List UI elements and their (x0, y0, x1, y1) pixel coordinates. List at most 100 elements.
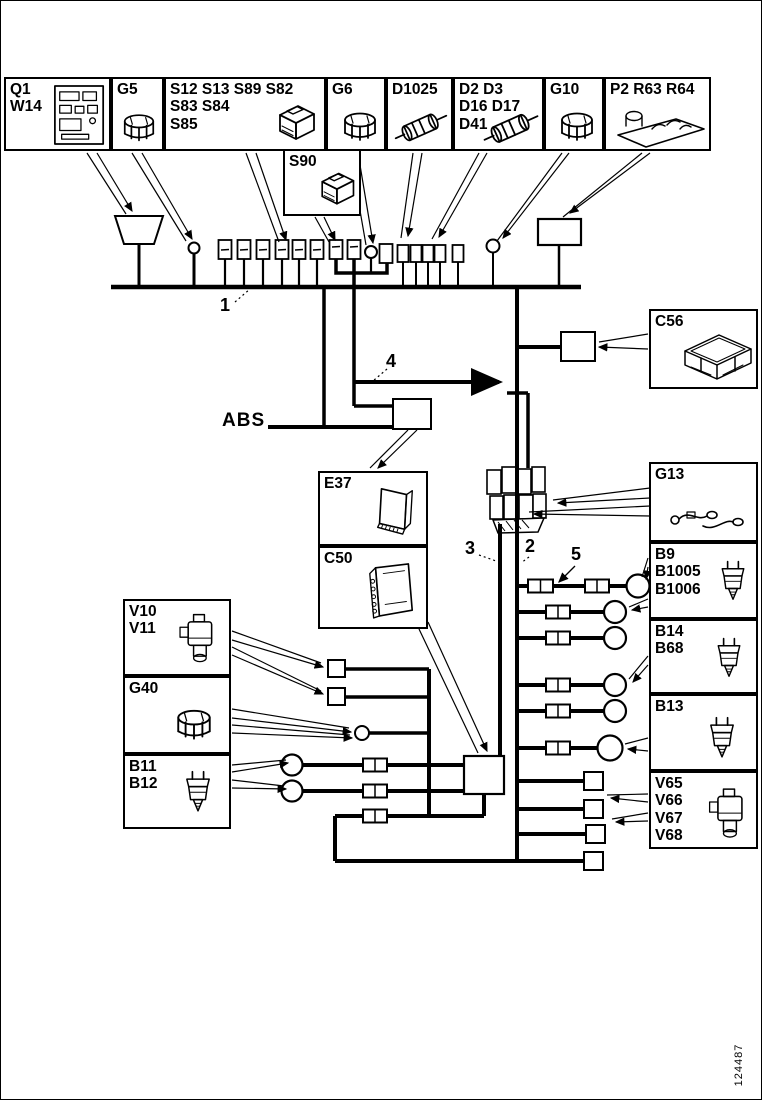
leader-g5 (131, 152, 193, 242)
harness-terminal-symbols (217, 217, 583, 264)
leader-lines (86, 152, 652, 826)
round-connector-icon (171, 704, 217, 746)
control-unit-icon (368, 479, 420, 541)
c56-connector (560, 331, 596, 362)
sensor-plug-icon (713, 558, 753, 610)
leader-c56 (597, 333, 649, 352)
leader-s12 (245, 152, 288, 243)
inline-fuse-icon (390, 105, 452, 149)
abs-label: ABS (222, 410, 266, 431)
legend-box-p2-r63-r64: P2 R63 R64 (604, 77, 711, 151)
legend-box-c50: C50 (318, 546, 428, 629)
control-unit-icon (364, 556, 418, 622)
component-label: B13 (655, 698, 684, 715)
main-harness (268, 287, 596, 861)
legend-box-g10: G10 (544, 77, 604, 151)
sensor-plug-icon (709, 635, 749, 687)
legend-box-d1025: D1025 (386, 77, 453, 151)
leader-q1w14 (86, 152, 133, 215)
wire-terminals-icon (667, 494, 751, 536)
component-label: G6 (332, 81, 353, 98)
inline-fuse-icon (479, 105, 543, 151)
wire-number-leaders (234, 288, 576, 583)
leader-g40-a (231, 708, 353, 736)
instrument-strip-icon (612, 103, 708, 149)
component-label: E37 (324, 475, 352, 492)
leader-p2 (562, 152, 651, 218)
legend-box-c56: C56 (649, 309, 758, 389)
top-connector-row (111, 215, 583, 290)
round-connector-icon (120, 109, 158, 147)
legend-box-g13: G13 (649, 462, 758, 542)
leader-b9-b (628, 598, 649, 613)
document-number: 124487 (733, 1043, 745, 1087)
component-label: G13 (655, 466, 685, 483)
legend-box-g40: G40 (123, 676, 231, 754)
leader-v10-b (231, 646, 325, 695)
component-label: S90 (289, 153, 317, 170)
leader-b11-b (231, 779, 288, 794)
rocker-switch-icon (313, 167, 359, 213)
right-branch (518, 573, 651, 871)
legend-box-g5: G5 (111, 77, 164, 151)
leader-g10 (496, 152, 570, 242)
wire-label-2: 2 (525, 536, 536, 556)
leader-g40-b (231, 724, 354, 742)
leader-g13-b (528, 505, 651, 519)
legend-box-s90: S90 (283, 149, 361, 216)
legend-box-g6: G6 (326, 77, 386, 151)
legend-box-b13: B13 (649, 694, 758, 771)
leader-b14 (628, 655, 649, 683)
leader-e37 (369, 429, 418, 469)
component-label: C56 (655, 313, 684, 330)
leader-d1025 (400, 152, 423, 239)
wire-label-4: 4 (386, 351, 397, 371)
wire-label-1: 1 (220, 295, 231, 315)
valve-icon (705, 785, 753, 843)
distribution-connector (462, 754, 506, 796)
sensor-plug-icon (177, 768, 219, 822)
leader-c50 (418, 621, 488, 754)
component-label: G5 (117, 81, 138, 98)
component-label: G40 (129, 680, 159, 697)
wire-label-5: 5 (571, 544, 582, 564)
wire-label-3: 3 (465, 538, 476, 558)
battery-tray-icon (681, 327, 755, 385)
leader-v65-a (606, 793, 649, 804)
component-label: G10 (550, 81, 580, 98)
legend-box-e37: E37 (318, 471, 428, 546)
component-label: P2 R63 R64 (610, 81, 695, 98)
rocker-switch-icon (268, 99, 322, 149)
round-connector-icon (340, 107, 380, 147)
terminal-stems (223, 245, 561, 286)
left-branch (280, 659, 584, 863)
component-label: D1025 (392, 81, 438, 98)
fuse-panel-icon (52, 82, 108, 148)
leader-s90 (314, 216, 336, 243)
leader-b11-a (231, 759, 290, 773)
leader-g13-a (552, 487, 651, 507)
leader-b9-a (641, 557, 652, 581)
abs-connector (392, 398, 432, 430)
leader-v65-b (611, 812, 649, 826)
round-connector-icon (557, 107, 597, 147)
sensor-plug-icon (701, 714, 743, 768)
leader-v10-a (231, 630, 325, 669)
